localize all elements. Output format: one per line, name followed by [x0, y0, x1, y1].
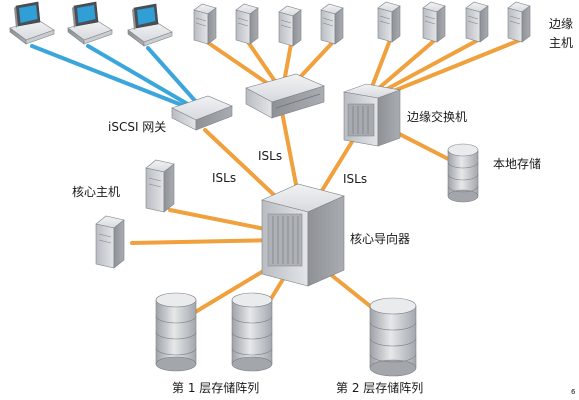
tier2-storage-array — [369, 297, 417, 377]
fc-link-host5-edgeswitch — [368, 38, 392, 94]
edge-host-7 — [465, 1, 489, 43]
core-director-device — [261, 183, 345, 287]
edge-host-2 — [235, 3, 259, 45]
tower-server-icon — [145, 159, 175, 213]
disk-array-icon — [231, 292, 273, 372]
edge-switch-label: 边缘交换机 — [407, 109, 467, 124]
fc-link-host6-edgeswitch — [370, 38, 437, 96]
core-hosts-label: 核心主机 — [72, 185, 120, 199]
disk-storage-icon — [369, 297, 417, 377]
workstation-2 — [67, 1, 113, 45]
isl-label-left: ISLs — [212, 171, 236, 185]
isl-label-center: ISLs — [258, 149, 282, 163]
tier1-storage-array-1 — [155, 292, 197, 372]
fabric-switch-device — [245, 73, 325, 119]
edge-hosts-label-line2: 主机 — [549, 36, 573, 50]
desktop-computer-icon — [67, 1, 113, 45]
network-appliance-icon — [171, 95, 233, 131]
edge-switch-device — [342, 83, 402, 147]
tower-server-icon — [193, 3, 217, 45]
local-storage-label: 本地存储 — [493, 156, 541, 171]
tower-server-icon — [95, 215, 125, 269]
edge-host-4 — [320, 3, 344, 45]
ethernet-link-1 — [30, 44, 204, 115]
tower-server-icon — [235, 3, 259, 45]
fc-link-corehost1-core — [168, 208, 282, 234]
tower-server-icon — [507, 1, 531, 43]
edge-host-6 — [422, 1, 446, 43]
page-mark: 6 — [571, 388, 576, 396]
workstation-3 — [127, 3, 173, 47]
disk-array-icon — [155, 292, 197, 372]
core-host-2 — [95, 215, 125, 269]
edge-host-5 — [377, 1, 401, 43]
tower-server-icon — [320, 3, 344, 45]
tier1-storage-array-2 — [231, 292, 273, 372]
isl-label-right: ISLs — [343, 172, 367, 186]
director-chassis-icon — [261, 183, 345, 287]
disk-array-icon — [447, 143, 479, 203]
fc-link-corehost2-core — [130, 238, 282, 245]
tier2-storage-label: 第 2 层存储阵列 — [336, 380, 423, 395]
tier1-storage-label: 第 1 层存储阵列 — [172, 380, 259, 395]
edge-host-1 — [193, 3, 217, 45]
workstation-1 — [9, 1, 55, 45]
tower-server-icon — [278, 5, 302, 47]
edge-host-8 — [507, 1, 531, 43]
edge-host-3 — [278, 5, 302, 47]
core-director-label: 核心导向器 — [350, 231, 410, 246]
tower-server-icon — [422, 1, 446, 43]
desktop-computer-icon — [127, 3, 173, 47]
ethernet-link-2 — [86, 44, 205, 115]
tower-server-icon — [465, 1, 489, 43]
fc-link-host7-edgeswitch — [372, 38, 480, 98]
fc-link-host8-edgeswitch — [374, 38, 522, 100]
iscsi-gateway-label: iSCSI 网关 — [108, 120, 166, 134]
edge-hosts-label-line1: 边缘 — [549, 17, 573, 31]
desktop-computer-icon — [9, 1, 55, 45]
fabric-switch-icon — [342, 83, 402, 147]
iscsi-gateway-device — [171, 95, 233, 131]
tower-server-icon — [377, 1, 401, 43]
core-host-1 — [145, 159, 175, 213]
fabric-switch-icon — [245, 73, 325, 119]
local-storage-device — [447, 143, 479, 203]
ethernet-links — [30, 44, 207, 115]
